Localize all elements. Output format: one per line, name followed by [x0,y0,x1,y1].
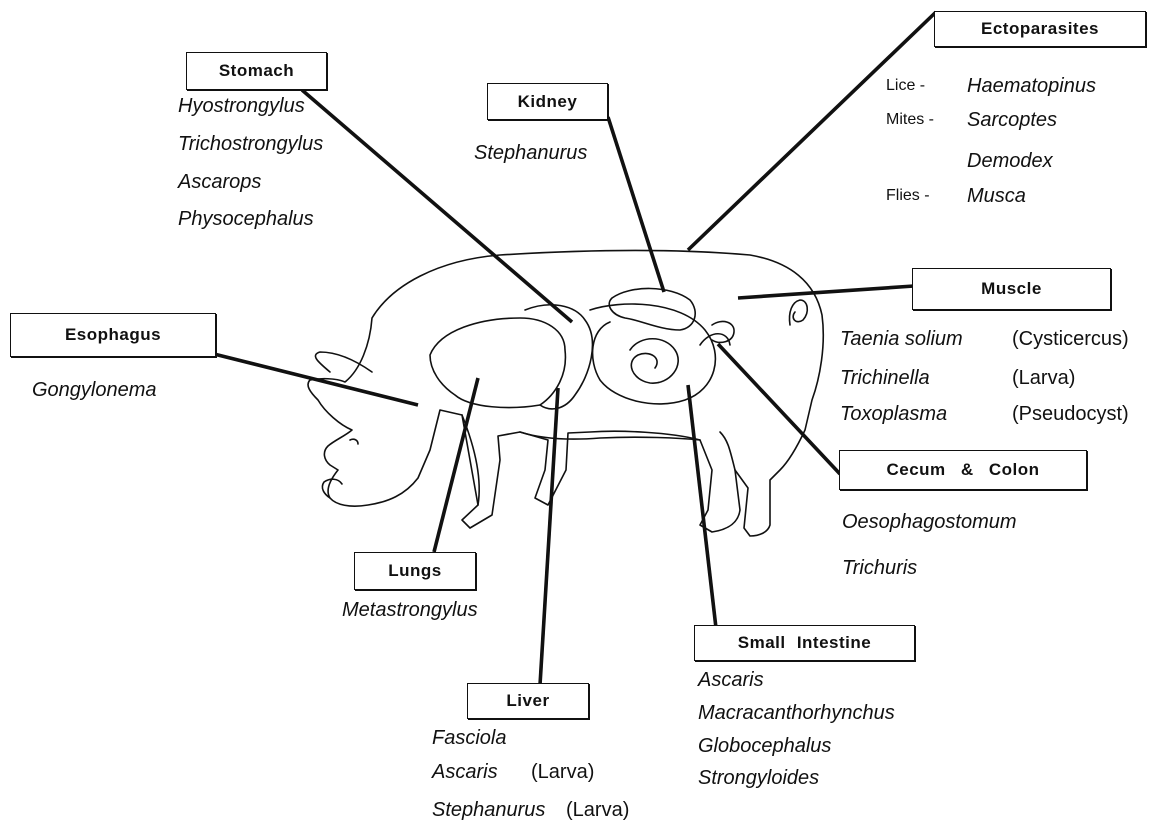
kidney-leader [608,117,664,292]
liver-label-box: Liver [467,683,589,719]
liver-parasite-2: Ascaris [432,762,498,782]
ectoparasites-label: Ectoparasites [981,19,1099,39]
liver-parasite-3: Stephanurus [432,800,545,820]
liver-leader [540,388,558,685]
pig-snout [322,479,342,498]
ectoparasites-label-box: Ectoparasites [934,11,1146,47]
muscle-parasite-2: Trichinella [840,368,930,388]
lice-parasite: Haematopinus [967,76,1096,96]
stomach-parasite-1: Hyostrongylus [178,96,305,116]
stomach-leader [302,90,572,322]
liver-parasite-3-stage: (Larva) [566,800,629,820]
muscle-parasite-1-stage: (Cysticercus) [1012,329,1129,349]
mites-parasite-1: Sarcoptes [967,110,1057,130]
small-intestine-label: Small Intestine [738,633,871,653]
cecum-colon-label: Cecum & Colon [886,460,1039,480]
small-intestine-parasite-1: Ascaris [698,670,764,690]
flies-label: Flies - [886,188,930,204]
organ-cecum [712,321,734,342]
liver-parasite-2-stage: (Larva) [531,762,594,782]
stomach-label: Stomach [219,61,294,81]
muscle-parasite-3: Toxoplasma [840,404,947,424]
small-intestine-parasite-3: Globocephalus [698,736,831,756]
muscle-parasite-3-stage: (Pseudocyst) [1012,404,1129,424]
muscle-label-box: Muscle [912,268,1111,310]
muscle-label: Muscle [981,279,1042,299]
small-intestine-parasite-4: Strongyloides [698,768,819,788]
lice-label: Lice - [886,78,925,94]
cecum-colon-parasite-1: Oesophagostomum [842,512,1017,532]
kidney-label-box: Kidney [487,83,608,120]
small-intestine-label-box: Small Intestine [694,625,915,661]
lungs-label: Lungs [388,561,442,581]
organ-intestine [590,304,715,404]
kidney-label: Kidney [518,92,578,112]
small-intestine-leader [688,385,716,628]
mites-parasite-2: Demodex [967,151,1053,171]
stomach-parasite-4: Physocephalus [178,209,314,229]
esophagus-label-box: Esophagus [10,313,216,357]
kidney-parasite-1: Stephanurus [474,143,587,163]
ectoparasites-leader [688,12,936,250]
esophagus-label: Esophagus [65,325,161,345]
small-intestine-parasite-2: Macracanthorhynchus [698,703,895,723]
stomach-label-box: Stomach [186,52,327,90]
cecum-colon-parasite-2: Trichuris [842,558,917,578]
pig-eye [350,439,358,444]
organ-lungs [430,318,565,408]
muscle-leader [738,286,914,298]
lungs-parasite-1: Metastrongylus [342,600,478,620]
cecum-colon-label-box: Cecum & Colon [839,450,1087,490]
muscle-parasite-1: Taenia solium [840,329,963,349]
liver-label: Liver [506,691,549,711]
muscle-parasite-2-stage: (Larva) [1012,368,1075,388]
pig-tail [789,300,807,325]
organ-stomach [609,288,695,330]
stomach-parasite-3: Ascarops [178,172,261,192]
flies-parasite: Musca [967,186,1026,206]
esophagus-parasite-1: Gongylonema [32,380,157,400]
pig-body-outline [308,250,823,536]
stomach-parasite-2: Trichostrongylus [178,134,323,154]
liver-parasite-1: Fasciola [432,728,506,748]
mites-label: Mites - [886,112,934,128]
lungs-label-box: Lungs [354,552,476,590]
